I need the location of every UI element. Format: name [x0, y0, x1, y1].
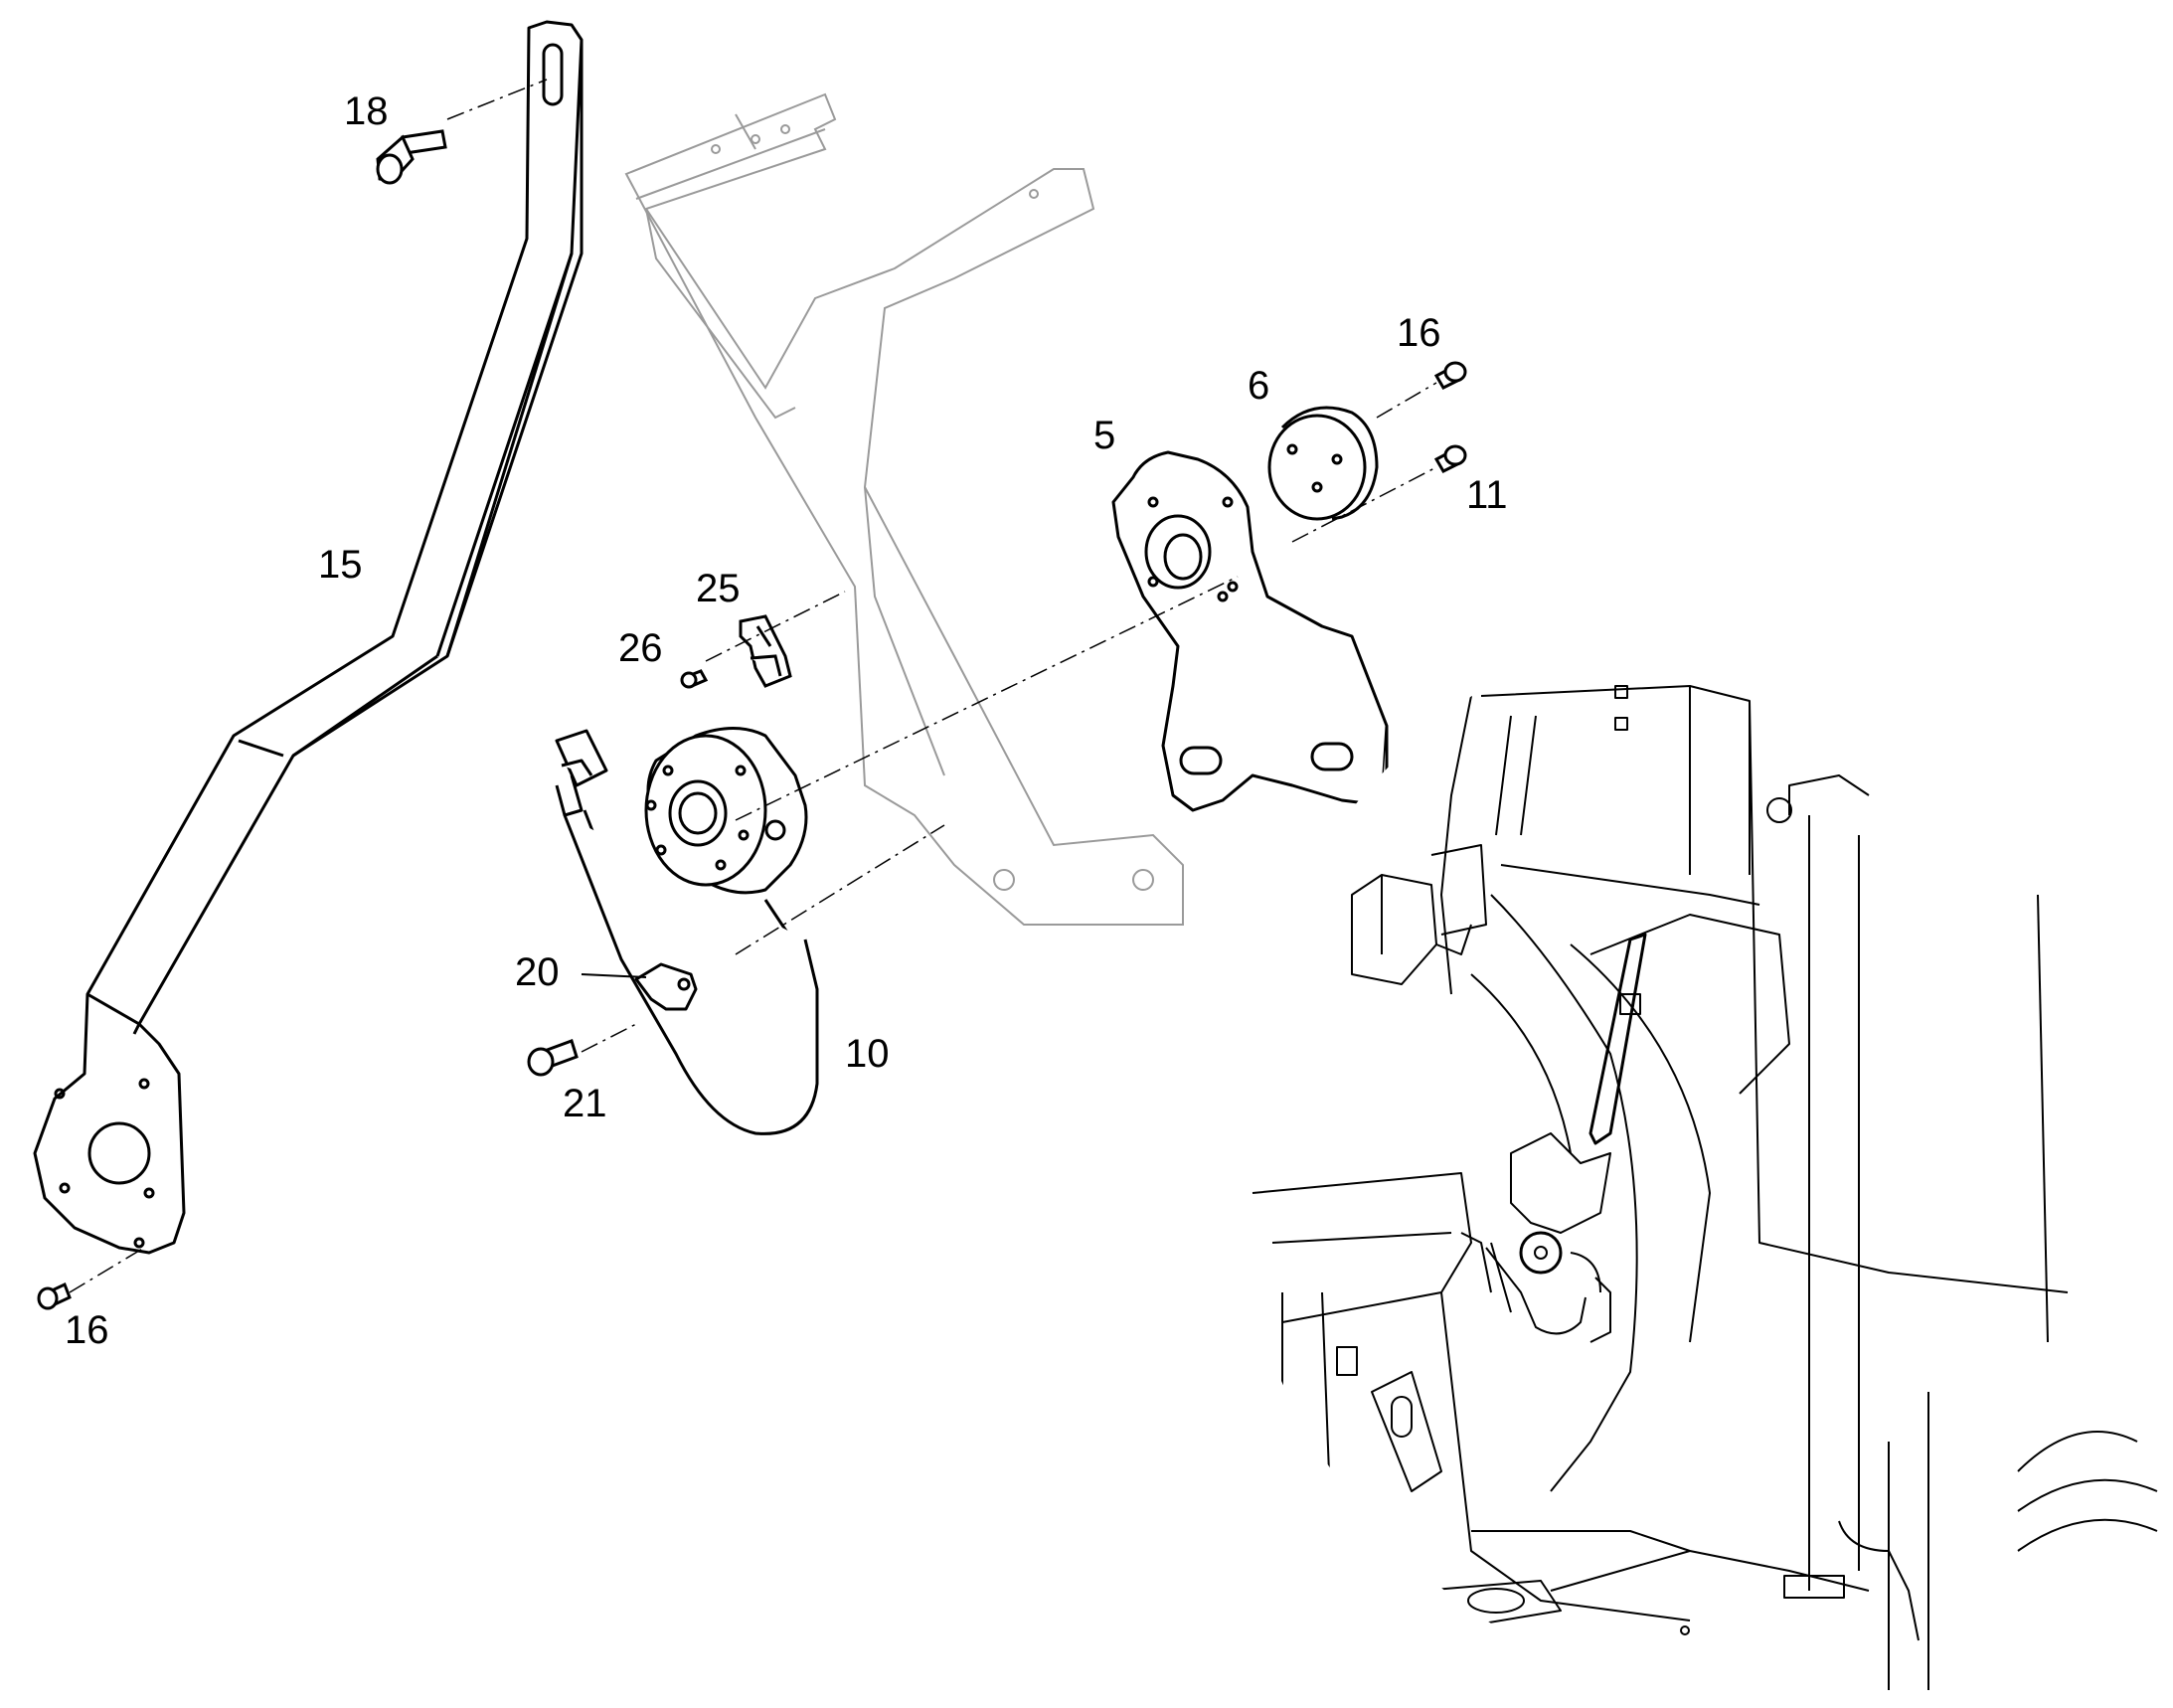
callout-20: 20	[515, 950, 560, 994]
screw-part-16-lower	[37, 1281, 72, 1310]
screw-part-16-upper	[1433, 361, 1467, 390]
callout-10: 10	[845, 1032, 890, 1076]
sensor-part-10	[555, 727, 819, 1135]
screw-part-11	[1433, 444, 1467, 473]
clip-part-25	[739, 614, 792, 688]
callout-6: 6	[1248, 364, 1270, 408]
callout-21: 21	[563, 1082, 607, 1125]
callout-15: 15	[318, 543, 363, 587]
arm-part-15	[33, 20, 584, 1255]
callout-16-upper: 16	[1397, 311, 1441, 355]
callout-25: 25	[696, 567, 741, 610]
disc-part-6	[1267, 406, 1379, 521]
ghost-mounting-bracket	[624, 92, 1184, 926]
detail-view-installed	[1233, 597, 2173, 1703]
screw-part-21	[527, 1039, 579, 1077]
callout-26: 26	[618, 626, 663, 670]
callout-11: 11	[1466, 473, 1508, 517]
callout-5: 5	[1093, 414, 1116, 457]
callout-16-lower: 16	[65, 1308, 109, 1352]
screw-part-26	[680, 669, 709, 689]
leader-20	[581, 973, 647, 978]
assembly-lines	[69, 79, 1437, 1293]
callout-18: 18	[344, 89, 389, 133]
plate-part-5	[1111, 450, 1389, 812]
bolt-part-18	[376, 129, 447, 185]
